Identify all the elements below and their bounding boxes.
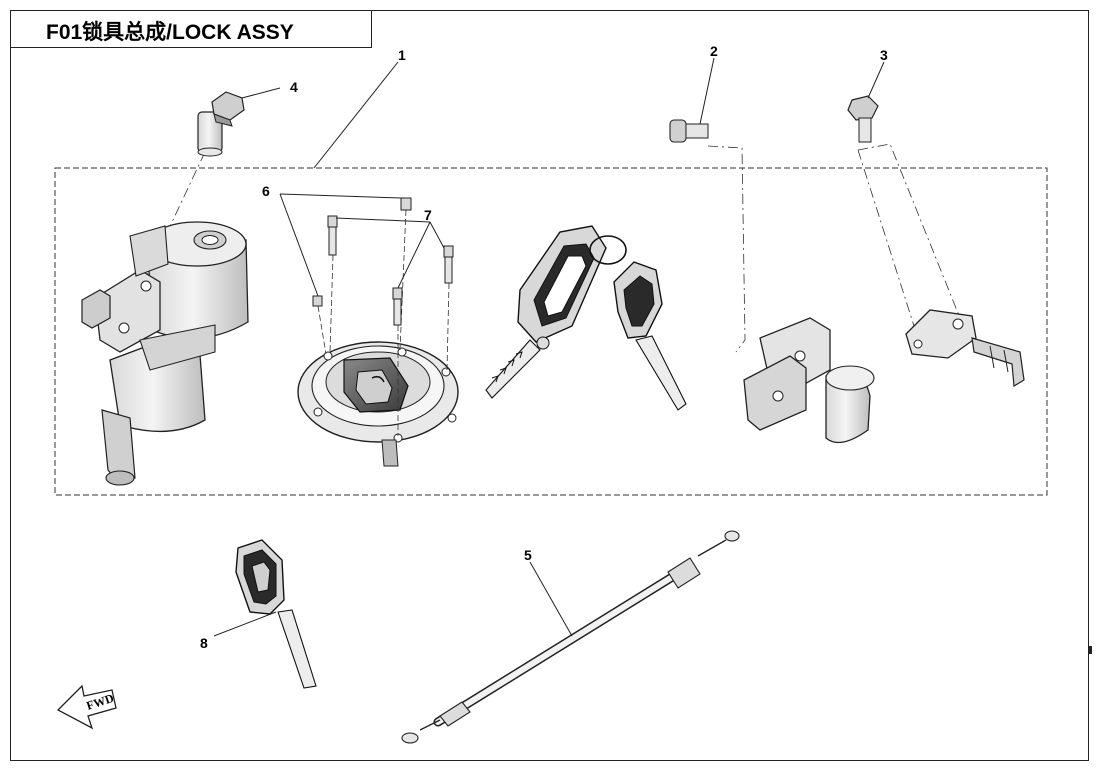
part-8-spare-key (235, 539, 317, 689)
callout-3: 3 (880, 47, 888, 63)
callout-5: 5 (524, 547, 532, 563)
fwd-arrow-icon: FWD (56, 684, 117, 730)
part-3-bolt (847, 95, 961, 327)
callout-7: 7 (424, 207, 432, 223)
callout-labels: 1 2 3 4 5 6 7 8 (200, 43, 888, 651)
callout-1: 1 (398, 47, 406, 63)
assembly-boundary (54, 167, 1048, 496)
part-5-cable (401, 530, 740, 744)
leader-lines (213, 57, 885, 637)
title-block: F01锁具总成/LOCK ASSY (10, 10, 372, 48)
edge-mark (1089, 646, 1092, 654)
fuel-cap (297, 341, 459, 467)
part-6-7-screws (312, 197, 454, 436)
diagram-title: F01锁具总成/LOCK ASSY (46, 21, 294, 44)
callout-8: 8 (200, 635, 208, 651)
key-pair (485, 225, 687, 411)
mounting-bracket (743, 317, 875, 444)
callout-4: 4 (290, 79, 298, 95)
ignition-switch (81, 221, 249, 486)
callout-2: 2 (710, 43, 718, 59)
part-2-bolt (669, 119, 746, 353)
drawing-frame (10, 10, 1089, 761)
callout-6: 6 (262, 183, 270, 199)
mounting-plate (905, 309, 1025, 388)
